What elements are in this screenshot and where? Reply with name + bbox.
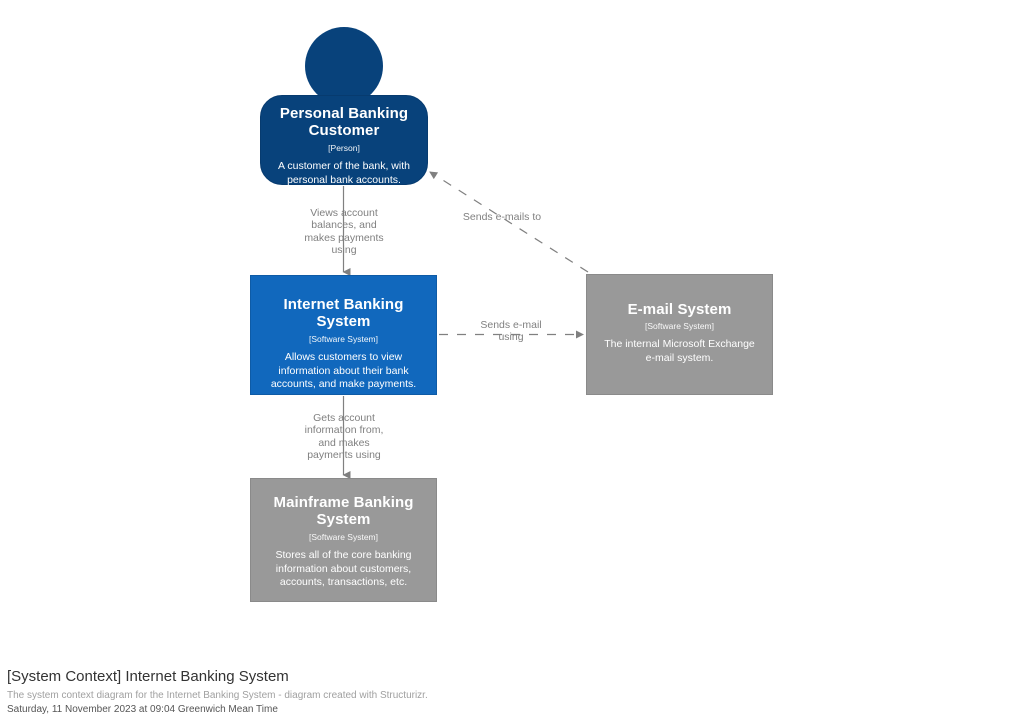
node-description: Stores all of the core banking informati…: [275, 548, 412, 589]
diagram-footer: [System Context] Internet Banking System…: [7, 668, 707, 718]
node-title: E-mail System: [627, 301, 732, 318]
diagram-title: [System Context] Internet Banking System: [7, 668, 289, 685]
node-description: Allows customers to view information abo…: [270, 350, 417, 391]
node-description: A customer of the bank, with personal ba…: [278, 159, 410, 186]
node-type-label: [Person]: [328, 142, 360, 153]
person-head-icon: [305, 27, 383, 105]
diagram-timestamp: Saturday, 11 November 2023 at 09:04 Gree…: [7, 704, 278, 716]
relationship-label-internet-banking-to-mainframe: Gets account information from, and makes…: [304, 412, 384, 462]
node-mainframe-banking-system[interactable]: Mainframe Banking System [Software Syste…: [250, 478, 437, 602]
relationship-label-email-to-customer: Sends e-mails to: [462, 211, 542, 223]
node-title: Personal Banking Customer: [279, 105, 409, 140]
node-title: Internet Banking System: [283, 296, 404, 331]
node-title: Mainframe Banking System: [273, 494, 414, 529]
node-type-label: [Software System]: [645, 321, 714, 332]
node-type-label: [Software System]: [309, 531, 378, 542]
node-internet-banking-system[interactable]: Internet Banking System [Software System…: [250, 275, 437, 395]
person-text-block: Personal Banking Customer [Person] A cus…: [260, 95, 428, 186]
node-type-label: [Software System]: [309, 333, 378, 344]
person-body-shape: [260, 95, 428, 185]
node-description: The internal Microsoft Exchange e-mail s…: [604, 338, 755, 365]
relationship-label-customer-to-internet-banking: Views account balances, and makes paymen…: [304, 207, 384, 257]
diagram-description: The system context diagram for the Inter…: [7, 689, 428, 701]
relationship-label-internet-banking-to-email: Sends e-mail using: [480, 319, 542, 344]
node-email-system[interactable]: E-mail System [Software System] The inte…: [586, 274, 773, 395]
node-personal-banking-customer[interactable]: Personal Banking Customer [Person] A cus…: [260, 27, 428, 186]
